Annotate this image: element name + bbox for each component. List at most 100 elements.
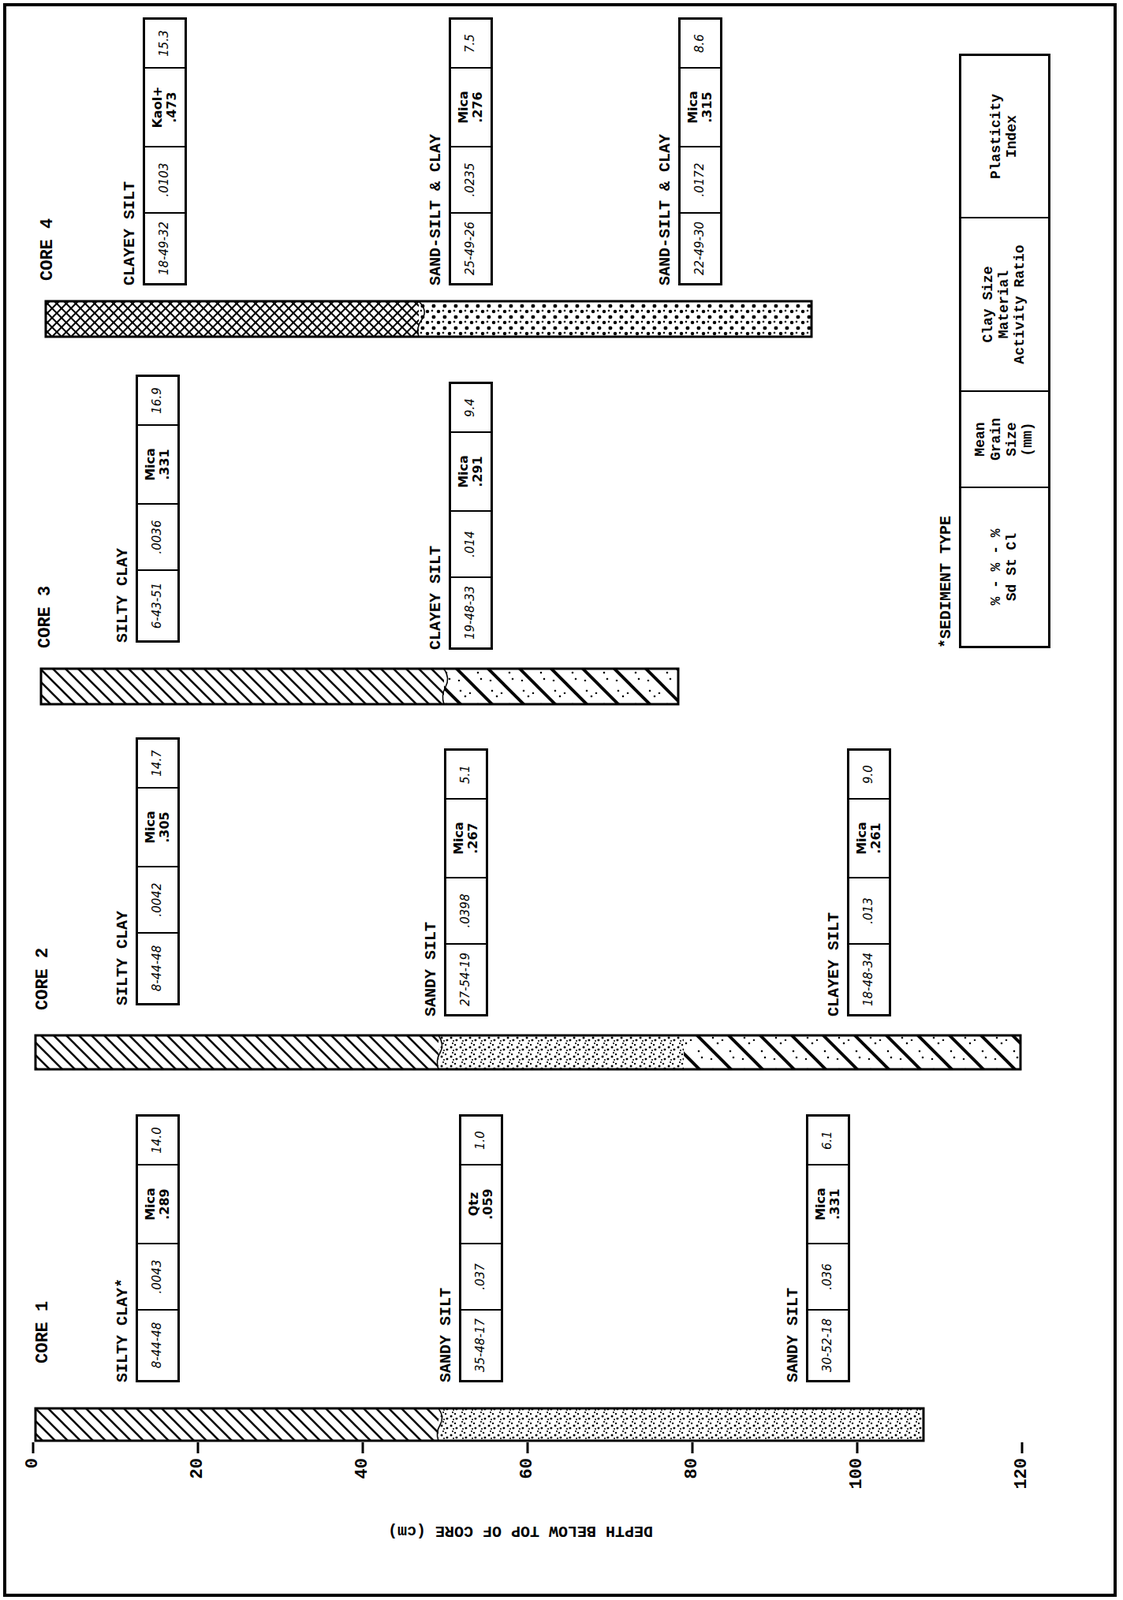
table-cell: Kaol+ .473 (145, 68, 185, 148)
sample-record-box: 18-49-32.0103Kaol+ .47315.3CLAYEY SILT (142, 17, 187, 286)
cell-value: 35-48-17 (473, 1318, 488, 1373)
table-cell: Mica .305 (138, 788, 178, 868)
core-pattern-mark (418, 301, 812, 337)
sample-record-box: 18-48-34.013Mica .2619.0CLAYEY SILT (846, 748, 892, 1017)
core-pattern-mark (45, 301, 812, 337)
sample-record-box: 27-54-19.0398Mica .2675.1SANDY SILT (443, 748, 489, 1017)
table-cell: 9.4 (451, 384, 491, 433)
table-cell: .0036 (138, 504, 178, 571)
cell-value: 15.3 (157, 29, 172, 56)
core-pattern-mark (683, 1035, 1021, 1070)
cell-value: .0172 (693, 163, 707, 198)
table-cell: Mica .261 (849, 799, 889, 879)
sediment-type-heading: CLAYEY SILT (824, 912, 844, 1017)
cell-value: Mica .289 (143, 1187, 173, 1221)
table-cell: 6-43-51 (138, 570, 178, 641)
table-cell: .0043 (138, 1244, 178, 1311)
record-row: % - % - % Sd St ClMean Grain Size (mm)Cl… (958, 53, 1051, 649)
record-row: 8-44-48.0042Mica .30514.7 (135, 737, 180, 1006)
cell-value: .014 (463, 530, 478, 557)
sediment-type-heading: SILTY CLAY (113, 910, 132, 1006)
cell-value: 6-43-51 (150, 582, 165, 630)
table-cell: .0103 (145, 147, 185, 214)
table-cell: 9.0 (849, 750, 889, 800)
record-row: 18-48-34 .013 Mica .2619.0 (846, 748, 892, 1017)
core-pattern-mark (438, 1035, 684, 1070)
cell-value: .0398 (458, 894, 473, 929)
cell-value: .0043 (150, 1260, 165, 1295)
sample-record-box: 25-49-26.0235Mica .2767.5SAND-SILT & CLA… (448, 17, 493, 286)
table-cell: 25-49-26 (451, 213, 491, 284)
core-pattern-mark (417, 301, 426, 337)
sample-record-box: 35-48-17.037Qtz .0591.0SANDY SILT (458, 1114, 504, 1383)
table-cell: .037 (461, 1244, 501, 1311)
table-cell: 5.1 (446, 750, 486, 800)
axis-ticks (33, 1442, 1023, 1454)
core-label: CORE 2 (33, 947, 53, 1011)
core-4-bar (45, 301, 812, 337)
sediment-type-heading: SANDY SILT (783, 1287, 803, 1383)
record-row: 35-48-17 .037 Qtz .059 1.0 (458, 1114, 504, 1383)
core-pattern-mark (35, 1035, 1021, 1070)
sediment-type-heading: CLAYEY SILT (426, 545, 445, 650)
table-cell: 14.7 (138, 739, 178, 789)
table-cell: Mica .331 (138, 425, 178, 505)
table-cell: 6.1 (808, 1116, 848, 1166)
core-pattern-mark (32, 1442, 35, 1454)
table-cell: 19-48-33 (451, 578, 491, 648)
table-cell: 15.3 (145, 19, 185, 69)
cell-value: 16.9 (150, 387, 165, 414)
cell-value: .0103 (157, 163, 172, 198)
cell-value: 27-54-19 (458, 952, 473, 1007)
sample-record-box: 22-49-30.0172Mica .3158.6SAND-SILT & CLA… (678, 17, 723, 286)
cell-value: Qtz .059 (466, 1188, 497, 1220)
sediment-type-heading: SANDY SILT (436, 1287, 456, 1383)
table-cell: .0172 (680, 147, 721, 214)
table-cell: 18-48-34 (849, 944, 889, 1015)
axis-number: 120 (1011, 1458, 1032, 1514)
cell-value: Mica .291 (456, 455, 486, 489)
cell-value: .013 (861, 897, 876, 924)
core-pattern-mark (856, 1442, 859, 1454)
cell-value: Mica .331 (813, 1187, 844, 1221)
core-1-bar (35, 1408, 924, 1441)
legend-cell-text: Plasticity Index (988, 93, 1021, 180)
table-cell: 18-49-32 (145, 213, 185, 284)
cell-value: 5.1 (458, 764, 473, 784)
table-cell: Plasticity Index (961, 55, 1049, 219)
cell-value: .036 (820, 1263, 835, 1290)
cell-value: .0036 (150, 520, 165, 555)
core-pattern-mark (691, 1442, 694, 1454)
core-pattern-mark (41, 668, 444, 705)
core-pattern-mark (45, 301, 419, 337)
cell-value: Mica .305 (143, 810, 173, 844)
core-pattern-mark (35, 1035, 439, 1070)
table-cell: 16.9 (138, 376, 178, 426)
table-cell: .014 (451, 511, 491, 579)
cell-value: 19-48-33 (463, 585, 478, 640)
record-row: 18-49-32 .0103 Kaol+ .473 15.3 (142, 17, 187, 286)
cell-value: Mica .331 (143, 447, 173, 482)
table-cell: Mica .331 (808, 1165, 848, 1245)
core-pattern-mark (442, 668, 448, 705)
axis-title: DEPTH BELOW TOP OF CORE (cm) (388, 1522, 653, 1541)
core-label: CORE 1 (33, 1301, 53, 1364)
record-row: 27-54-19 .0398 Mica .267 5.1 (443, 748, 489, 1017)
figure-border (4, 4, 1116, 1596)
core-3-bar (41, 668, 679, 705)
record-row: 6-43-51 .0036 Mica .331 16.9 (135, 374, 180, 643)
legend-key-box: % - % - % Sd St ClMean Grain Size (mm)Cl… (958, 53, 1051, 649)
cell-value: 14.7 (150, 749, 165, 777)
table-cell: Clay Size Material Activity Ratio (961, 218, 1049, 392)
cell-value: 7.5 (463, 33, 478, 53)
table-cell: 27-54-19 (446, 944, 486, 1015)
sample-record-box: 8-44-48.0043Mica .28914.0SILTY CLAY* (135, 1114, 180, 1383)
cell-value: Mica .315 (686, 90, 716, 124)
cell-value: 1.0 (473, 1130, 488, 1150)
table-cell: Mica .267 (446, 799, 486, 879)
axis-number: 100 (846, 1458, 867, 1514)
axis-number: 60 (517, 1458, 538, 1514)
sediment-type-heading: SILTY CLAY* (113, 1278, 132, 1383)
